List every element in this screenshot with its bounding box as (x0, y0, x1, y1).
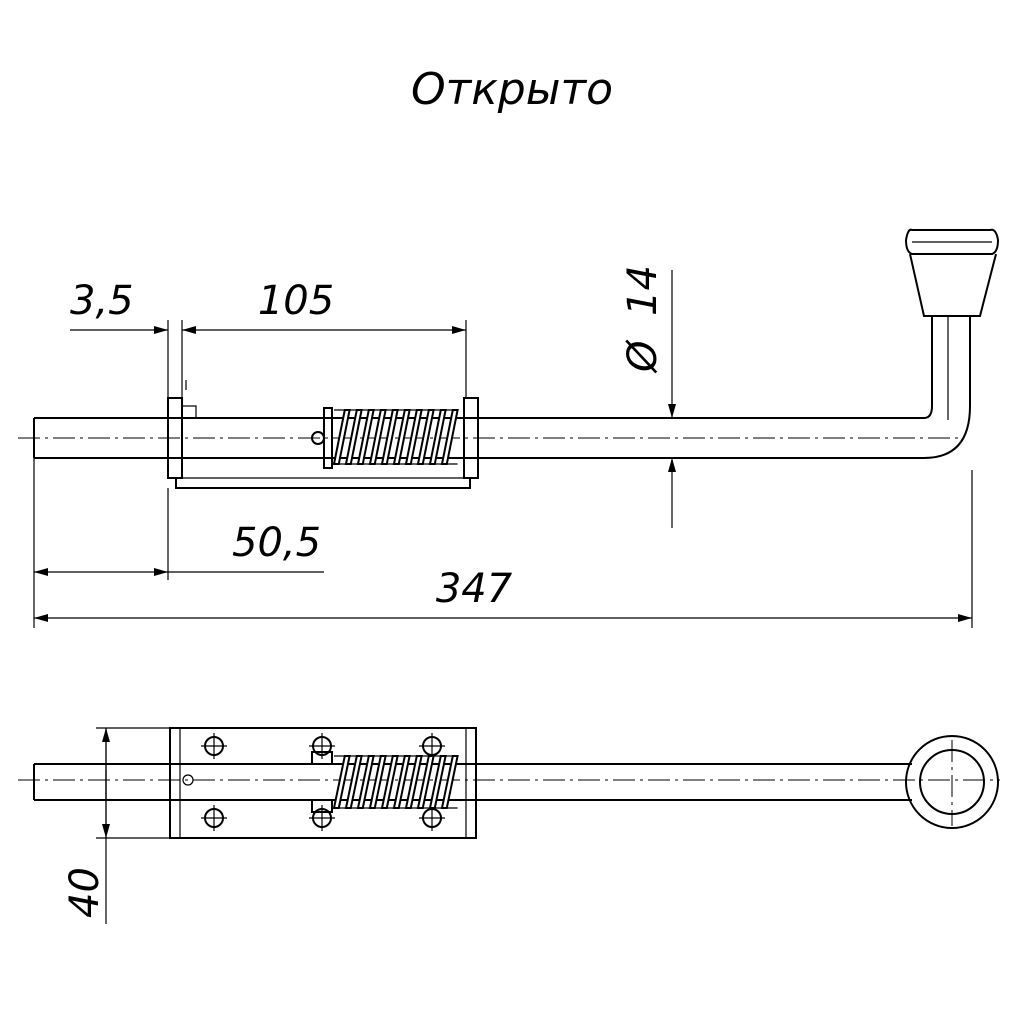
drawing-title: Открыто (411, 64, 613, 115)
dim-total-length-label: 347 (436, 566, 513, 612)
top-handle-ring (905, 735, 999, 829)
dim-height: 40 (62, 727, 170, 924)
dim-offset-label: 50,5 (232, 520, 321, 566)
dim-housing-length: 105 (182, 278, 467, 398)
dim-height-label: 40 (62, 867, 108, 918)
front-view: 3,5 105 Ø 14 50,5 347 (18, 228, 1000, 628)
dim-housing-length-label: 105 (258, 278, 334, 324)
top-view: 40 (18, 727, 1000, 924)
mounting-holes (201, 733, 445, 831)
top-bolt-rod (33, 763, 912, 801)
dim-diameter-symbol: Ø (620, 339, 666, 374)
handle-knob (904, 228, 1000, 317)
bolt-rod (33, 316, 971, 459)
dim-gap-label: 3,5 (70, 278, 134, 324)
spring-stop-pin (311, 407, 333, 469)
top-spring (332, 755, 459, 809)
bolt-housing (167, 380, 479, 489)
spring (332, 409, 459, 465)
dim-total-length: 347 (34, 470, 973, 628)
dim-offset: 50,5 (33, 458, 324, 628)
top-spring-stop (311, 751, 333, 813)
dim-gap: 3,5 (70, 278, 183, 398)
dim-diameter: Ø 14 (620, 265, 676, 528)
top-housing-plate (169, 727, 477, 839)
dim-diameter-label: 14 (620, 265, 666, 316)
